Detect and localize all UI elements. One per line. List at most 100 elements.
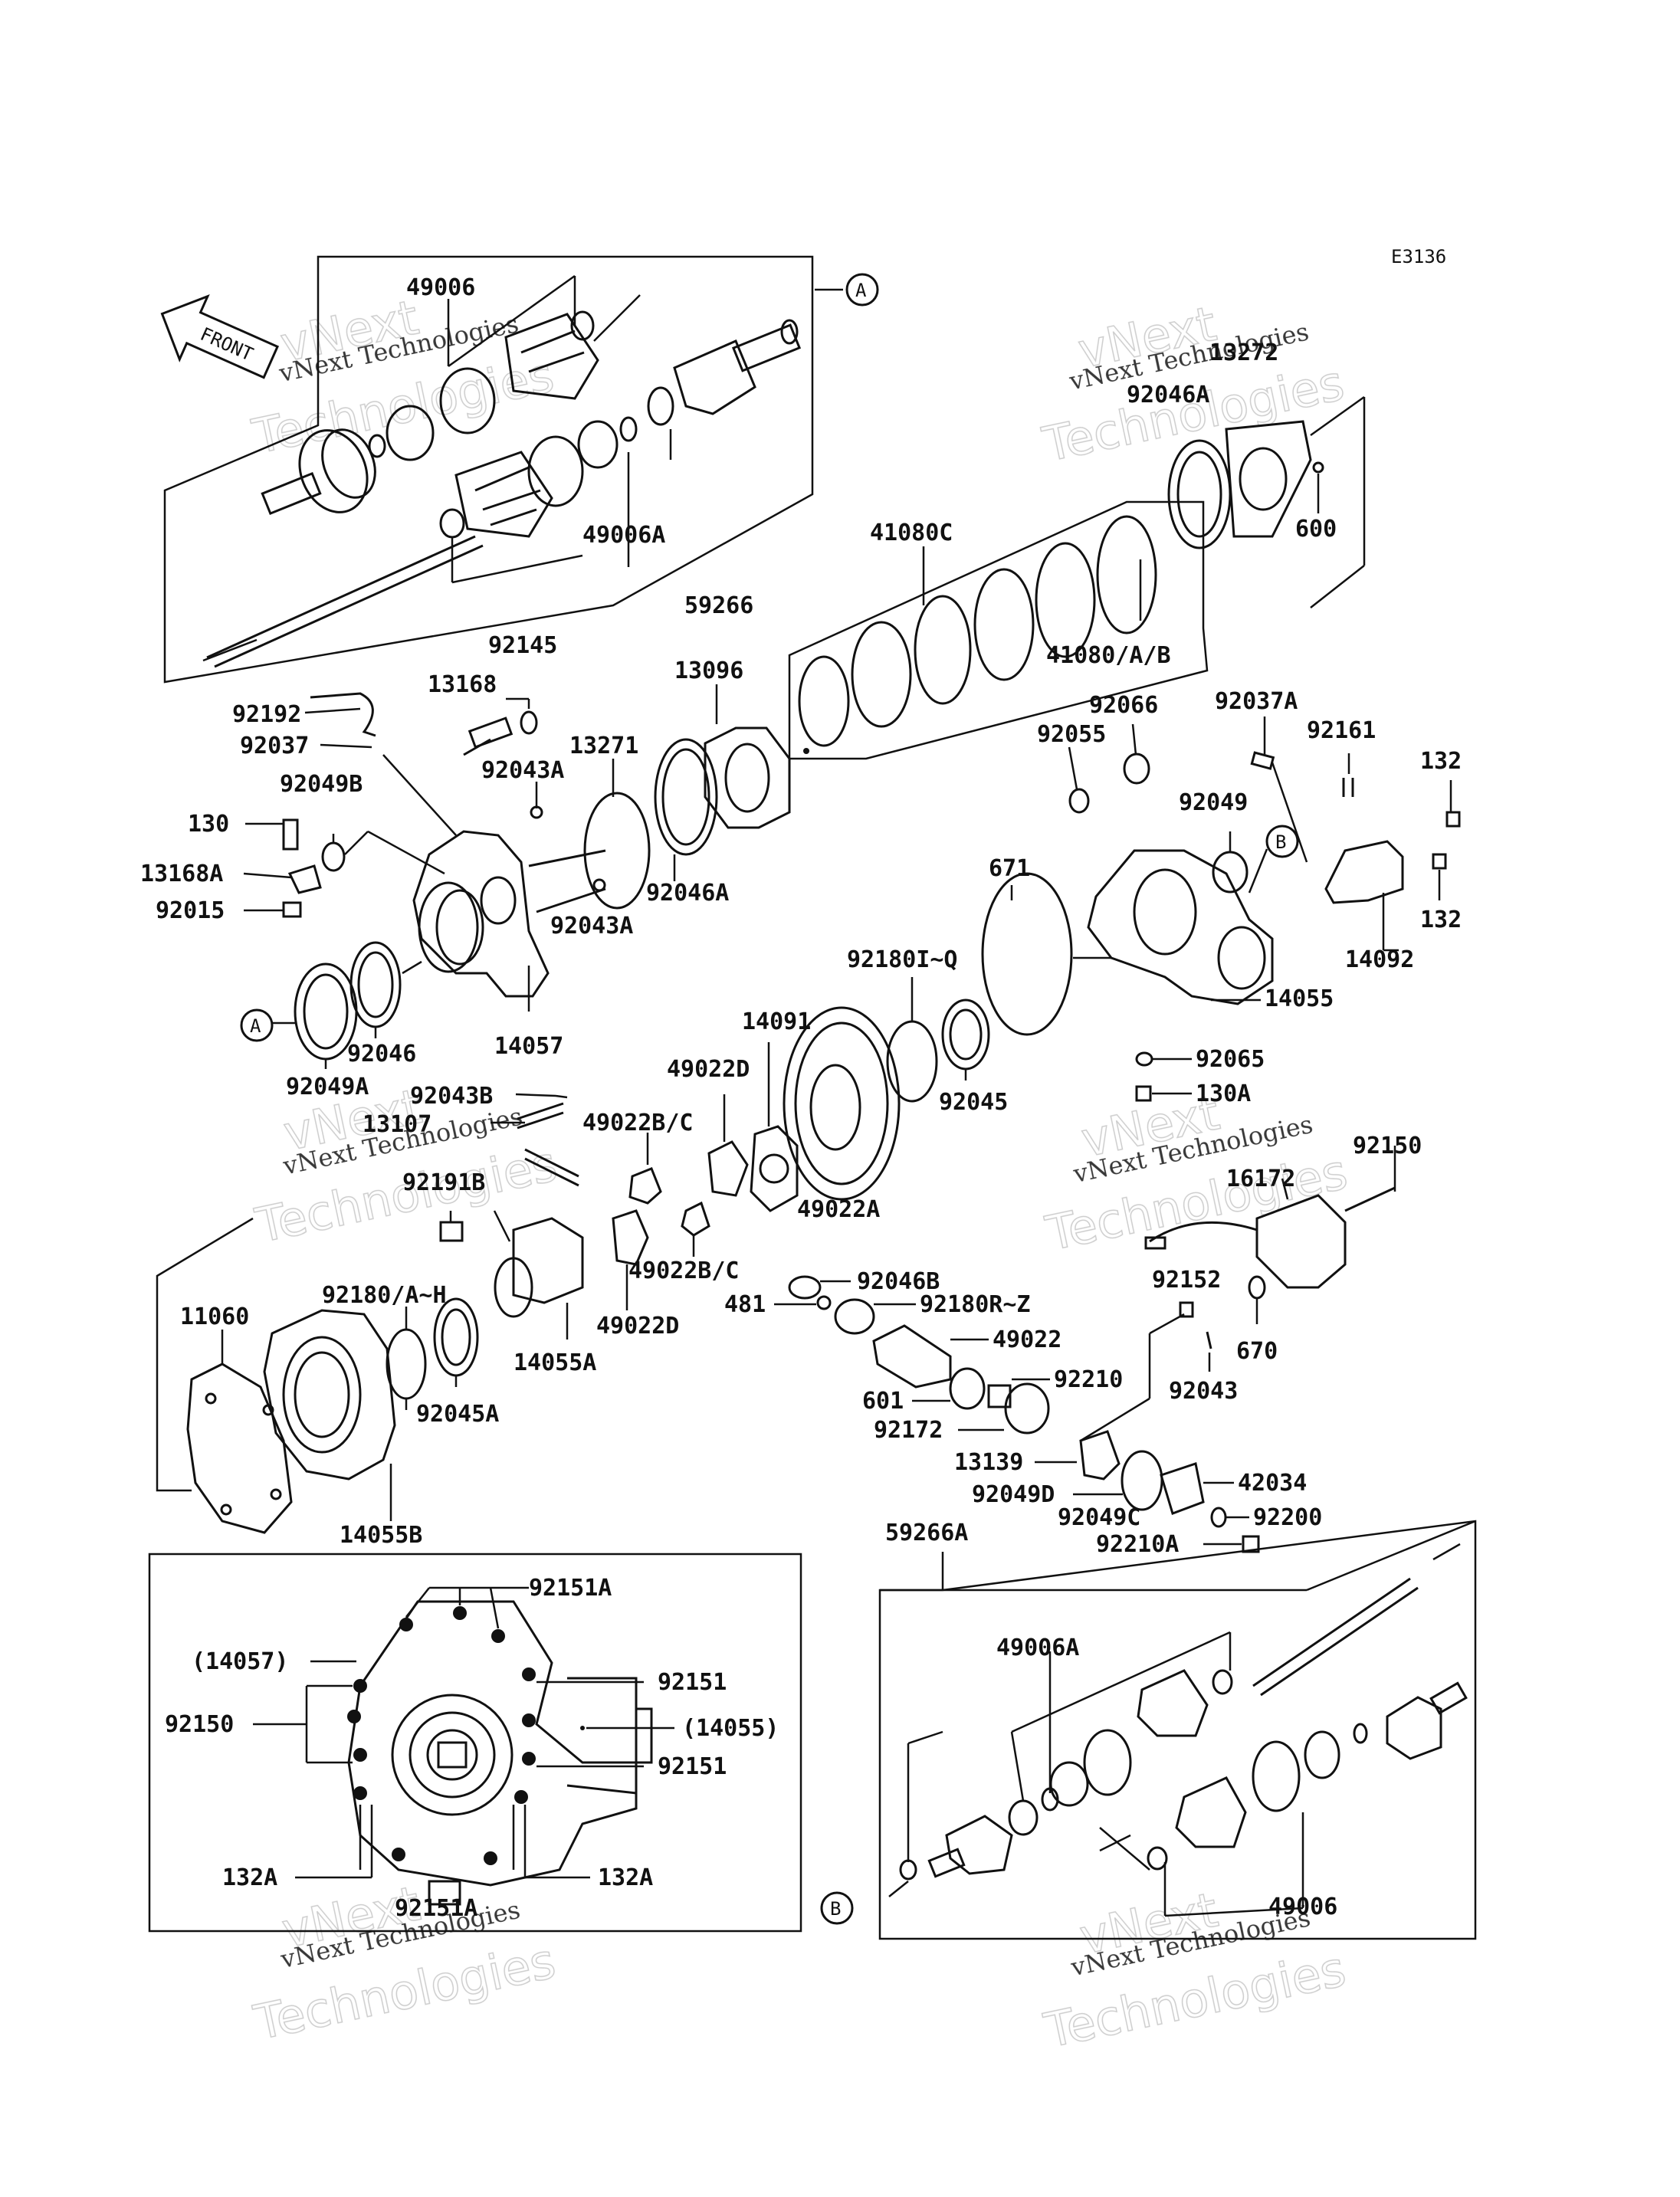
part-label: 92180R~Z bbox=[920, 1291, 1031, 1318]
part-label: 92046A bbox=[1127, 382, 1209, 408]
clamp-icon bbox=[1212, 1669, 1233, 1695]
assembled-housing-icon bbox=[347, 1600, 638, 1887]
part-label: 600 bbox=[1295, 516, 1337, 543]
part-label: 92015 bbox=[156, 897, 225, 924]
part-label: 92172 bbox=[874, 1417, 943, 1444]
nut-icon bbox=[1147, 1846, 1168, 1871]
part-label: 92046 bbox=[347, 1041, 416, 1067]
shim-icon bbox=[834, 1298, 875, 1335]
part-label: 92180I~Q bbox=[847, 946, 958, 973]
boot-lower-icon bbox=[1175, 1776, 1247, 1848]
part-label: 132 bbox=[1420, 748, 1462, 775]
circlip-icon bbox=[368, 434, 386, 458]
part-label: 49022 bbox=[993, 1326, 1061, 1353]
part-label: 92049C bbox=[1058, 1504, 1140, 1531]
pinion-gear-icon bbox=[681, 1201, 710, 1237]
boot-icon bbox=[1137, 1669, 1209, 1737]
boot-icon bbox=[454, 451, 553, 538]
part-label: 14055 bbox=[1265, 985, 1334, 1012]
svg-text:B: B bbox=[830, 1898, 841, 1920]
snap-ring-icon bbox=[1008, 1799, 1039, 1836]
left-housing-group bbox=[243, 684, 791, 1069]
ball-icon bbox=[816, 1295, 832, 1310]
washer-icon bbox=[1210, 1507, 1227, 1528]
diff-case-icon bbox=[750, 1125, 799, 1212]
part-label: 92043A bbox=[550, 913, 633, 939]
part-label: (14057) bbox=[192, 1648, 288, 1675]
shim-ring-icon bbox=[583, 792, 651, 910]
outer-cv-joint-icon bbox=[945, 1815, 1013, 1875]
front-label: FRONT bbox=[197, 323, 256, 366]
part-label: 92151 bbox=[658, 1753, 727, 1780]
part-label: 14092 bbox=[1345, 946, 1414, 973]
part-label: 92037A bbox=[1215, 688, 1298, 715]
part-label: 92210 bbox=[1054, 1366, 1123, 1393]
callout-b-top: B bbox=[1265, 825, 1299, 858]
clamp-ring-icon bbox=[1083, 1729, 1132, 1796]
circlip-icon bbox=[1353, 1723, 1368, 1744]
gear-case-left-icon bbox=[412, 830, 550, 998]
part-label: 49022B/C bbox=[628, 1258, 740, 1284]
svg-text:B: B bbox=[1275, 831, 1286, 853]
svg-text:A: A bbox=[855, 280, 867, 301]
cage-icon bbox=[386, 405, 435, 461]
part-label: 49022D bbox=[596, 1313, 679, 1340]
cage-icon bbox=[1049, 1761, 1089, 1807]
part-label: 92046B bbox=[857, 1268, 940, 1295]
part-label: 92151A bbox=[529, 1575, 612, 1602]
part-label: 92066 bbox=[1089, 692, 1158, 719]
bolt-icon bbox=[282, 818, 299, 851]
part-label: 92049A bbox=[286, 1074, 369, 1100]
inner-cv-joint-icon bbox=[673, 323, 802, 415]
gasket-icon bbox=[186, 1362, 293, 1534]
part-label: 132A bbox=[598, 1864, 653, 1891]
bearing-icon bbox=[1212, 851, 1249, 894]
nut-icon bbox=[282, 901, 302, 918]
coupling-icon bbox=[1079, 1430, 1121, 1481]
needle-bearing-icon bbox=[788, 1275, 822, 1300]
part-label: 601 bbox=[862, 1388, 904, 1415]
oil-seal-icon bbox=[1004, 1382, 1050, 1435]
part-label: 14055A bbox=[514, 1349, 596, 1376]
clamp-ring-icon bbox=[439, 367, 496, 434]
part-label: 13168 bbox=[428, 671, 497, 698]
part-label: 92037 bbox=[240, 733, 309, 759]
watermark-group: vNext Technologies vNext Technologies vN… bbox=[247, 289, 1352, 2060]
thrust-bearing-icon bbox=[654, 738, 718, 856]
inner-race-icon bbox=[1304, 1730, 1340, 1779]
part-label: 49006A bbox=[582, 522, 665, 549]
boot-upper-icon bbox=[504, 313, 599, 400]
part-label: 41080C bbox=[870, 520, 953, 546]
part-label: 59266 bbox=[684, 592, 753, 619]
lock-hub-icon bbox=[512, 1217, 584, 1304]
part-label: 49006A bbox=[996, 1635, 1079, 1661]
nut-icon bbox=[987, 1384, 1012, 1408]
part-label: 49006 bbox=[1268, 1894, 1337, 1920]
bracket-icon bbox=[1225, 420, 1312, 538]
right-housing-group: B bbox=[981, 716, 1461, 1102]
part-label: 14057 bbox=[494, 1033, 563, 1060]
part-label: 14091 bbox=[742, 1008, 811, 1035]
diagram-code: E3136 bbox=[1391, 246, 1446, 267]
side-gear-icon bbox=[612, 1209, 649, 1266]
shim-icon bbox=[386, 1328, 427, 1400]
svg-text:A: A bbox=[250, 1015, 261, 1037]
bolt-icon bbox=[1445, 811, 1461, 828]
bolt-icon bbox=[1432, 853, 1447, 870]
part-label: 59266A bbox=[885, 1520, 968, 1546]
front-driveshaft-assembly bbox=[163, 255, 843, 684]
part-label: 13107 bbox=[363, 1111, 431, 1138]
pin-icon bbox=[1250, 751, 1275, 770]
pinion-gear-icon bbox=[628, 1167, 662, 1205]
part-label: 92043 bbox=[1169, 1378, 1238, 1405]
part-label: 92049D bbox=[972, 1481, 1055, 1508]
actuator-motor-icon bbox=[1144, 1186, 1396, 1289]
part-label: 41080/A/B bbox=[1046, 642, 1171, 669]
part-label: 92180/A~H bbox=[322, 1282, 447, 1309]
case-cover-icon bbox=[263, 1309, 396, 1481]
part-label: 92045 bbox=[939, 1089, 1008, 1116]
part-label: 13272 bbox=[1209, 339, 1278, 366]
part-label: 14055B bbox=[340, 1522, 422, 1549]
part-label: 92200 bbox=[1253, 1504, 1322, 1531]
